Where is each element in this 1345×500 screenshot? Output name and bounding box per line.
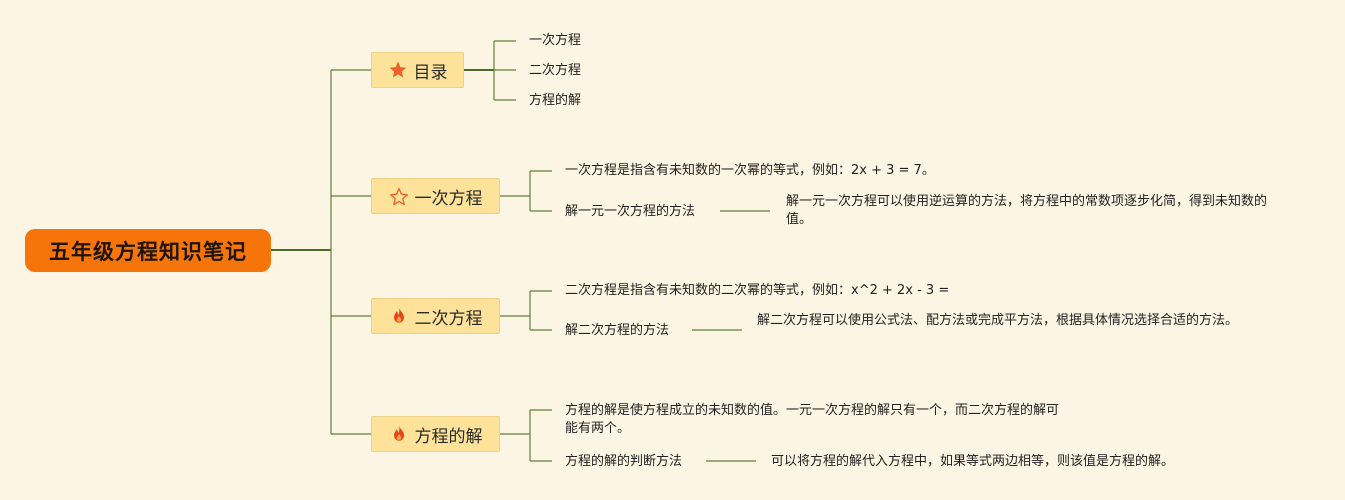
leaf-quadratic-method-detail[interactable]: 解二次方程可以使用公式法、配方法或完成平方法，根据具体情况选择合适的方法。 bbox=[757, 313, 1239, 328]
leaf-linear-method[interactable]: 解一元一次方程的方法 bbox=[565, 204, 696, 219]
leaf-quadratic-method[interactable]: 解二次方程的方法 bbox=[565, 323, 670, 338]
star-outline-icon bbox=[389, 186, 409, 206]
branch-toc[interactable]: 目录 bbox=[371, 52, 464, 88]
root-title: 五年级方程知识笔记 bbox=[49, 239, 247, 264]
branch-label: 方程的解 bbox=[414, 426, 483, 447]
branch-label: 目录 bbox=[413, 62, 448, 83]
branch-quadratic-equation[interactable]: 二次方程 bbox=[371, 298, 500, 334]
leaf-linear-definition[interactable]: 一次方程是指含有未知数的一次幂的等式，例如：2x + 3 = 7。 bbox=[565, 163, 935, 178]
branch-label: 一次方程 bbox=[414, 188, 483, 209]
leaf-solution-definition[interactable]: 方程的解是使方程成立的未知数的值。一元一次方程的解只有一个，而二次方程的解可能有… bbox=[565, 403, 1060, 436]
leaf-linear-method-detail[interactable]: 解一元一次方程可以使用逆运算的方法，将方程中的常数项逐步化简，得到未知数的值。 bbox=[786, 194, 1268, 227]
leaf-solution-check-detail[interactable]: 可以将方程的解代入方程中，如果等式两边相等，则该值是方程的解。 bbox=[771, 454, 1175, 469]
star-filled-icon bbox=[388, 60, 408, 80]
leaf-toc-2[interactable]: 二次方程 bbox=[529, 63, 582, 78]
leaf-toc-1[interactable]: 一次方程 bbox=[529, 33, 582, 48]
leaf-toc-3[interactable]: 方程的解 bbox=[529, 93, 582, 108]
fire-icon bbox=[389, 424, 409, 444]
branch-equation-solution[interactable]: 方程的解 bbox=[371, 416, 500, 452]
branch-linear-equation[interactable]: 一次方程 bbox=[371, 178, 500, 214]
leaf-quadratic-definition[interactable]: 二次方程是指含有未知数的二次幂的等式，例如：x^2 + 2x - 3 = bbox=[565, 283, 950, 298]
leaf-solution-check-method[interactable]: 方程的解的判断方法 bbox=[565, 454, 683, 469]
root-topic[interactable]: 五年级方程知识笔记 bbox=[25, 229, 271, 272]
fire-icon bbox=[389, 306, 409, 326]
branch-label: 二次方程 bbox=[414, 308, 483, 329]
